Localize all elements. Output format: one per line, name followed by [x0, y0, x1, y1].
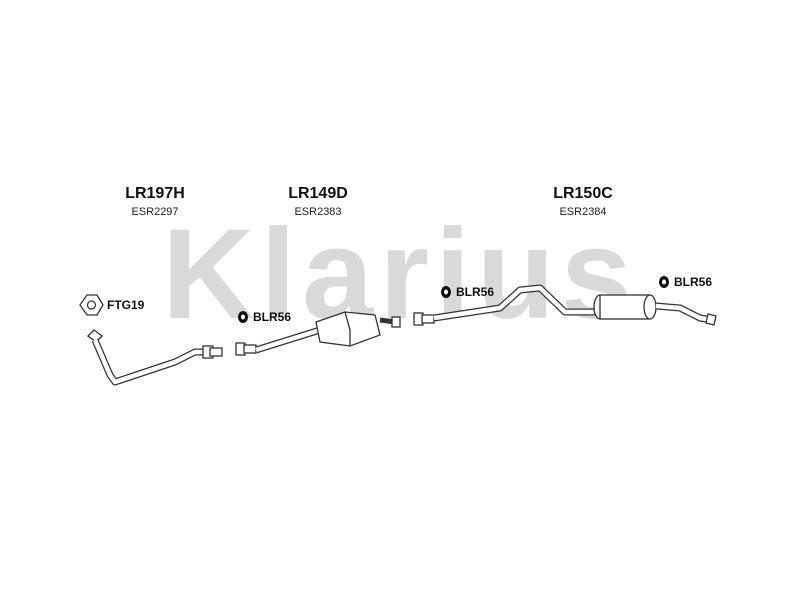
rubber-mount-icon [441, 286, 451, 298]
fitting-label-mount-2: BLR56 [456, 285, 495, 299]
part-number-front-pipe: LR197H [125, 185, 185, 202]
fitting-label-mount-3: BLR56 [674, 275, 713, 289]
fitting-label-mount-1: BLR56 [253, 310, 292, 324]
klarius-watermark-logo: Klarius [162, 220, 638, 330]
part-number-rear-box: LR150C [553, 185, 613, 202]
reference-front-pipe: ESR2297 [131, 206, 179, 218]
reference-centre-box: ESR2383 [294, 206, 342, 218]
rubber-mount-icon [238, 311, 248, 323]
reference-rear-box: ESR2384 [559, 206, 607, 218]
rear-silencer-section [413, 284, 717, 326]
gasket-icon [79, 294, 104, 316]
watermark-text: Klarius [162, 220, 638, 330]
rubber-mount-icon [659, 276, 669, 288]
fitting-label-gasket: FTG19 [107, 298, 145, 312]
part-number-centre-box: LR149D [288, 185, 348, 202]
front-pipe [87, 329, 223, 386]
centre-silencer-section [235, 311, 401, 356]
